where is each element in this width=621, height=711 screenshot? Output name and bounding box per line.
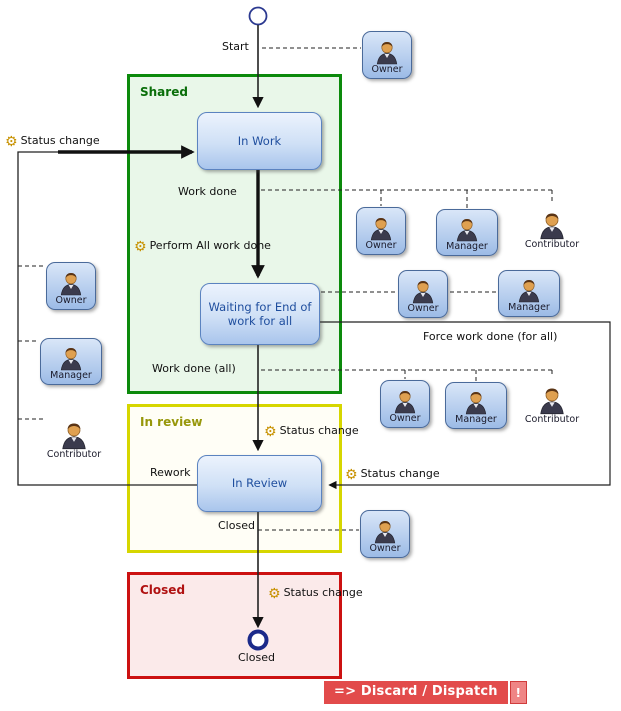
gear-icon: ⚙ (134, 239, 147, 255)
actor-manager-workdoneall[interactable]: Manager (445, 382, 507, 429)
actor-owner-closed[interactable]: Owner (360, 510, 410, 558)
state-in-work[interactable]: In Work (197, 112, 322, 170)
transition-rework[interactable]: Rework (150, 466, 191, 479)
person-icon (540, 388, 564, 414)
actor-contributor-left[interactable]: Contributor (42, 413, 106, 463)
person-icon (394, 390, 416, 413)
person-icon (376, 41, 398, 64)
actor-owner-workdone[interactable]: Owner (356, 207, 406, 255)
discard-dispatch-banner[interactable]: => Discard / Dispatch ! (324, 681, 527, 704)
transition-work-done-all[interactable]: Work done (all) (152, 362, 236, 375)
gear-icon: ⚙ (345, 467, 358, 483)
group-in-review-label: In review (140, 415, 203, 429)
group-closed: Closed (127, 572, 342, 679)
actor-manager-workdone[interactable]: Manager (436, 209, 498, 256)
state-in-review-label: In Review (231, 476, 288, 491)
actor-manager-left[interactable]: Manager (40, 338, 102, 385)
actor-label: Owner (365, 239, 397, 251)
gear-icon: ⚙ (5, 134, 18, 150)
person-icon (465, 391, 487, 414)
actor-owner-workdoneall[interactable]: Owner (380, 380, 430, 428)
actor-label: Contributor (524, 238, 580, 250)
transition-work-done[interactable]: Work done (178, 185, 237, 198)
transition-status-change-mid[interactable]: ⚙Status change (264, 424, 359, 440)
actor-label: Contributor (46, 448, 102, 460)
actor-contributor-workdoneall[interactable]: Contributor (520, 378, 584, 428)
actor-label: Manager (455, 413, 497, 425)
group-shared-label: Shared (140, 85, 188, 99)
actor-label: Owner (55, 294, 87, 306)
banner-text: => Discard / Dispatch (324, 681, 508, 704)
actor-owner-left[interactable]: Owner (46, 262, 96, 310)
actor-owner-start[interactable]: Owner (362, 31, 412, 79)
person-icon (62, 423, 86, 449)
actor-contributor-workdone[interactable]: Contributor (520, 203, 584, 253)
person-icon (456, 218, 478, 241)
actor-label: Manager (50, 369, 92, 381)
actor-label: Owner (369, 542, 401, 554)
transition-closed[interactable]: Closed (218, 519, 255, 532)
person-icon (60, 272, 82, 295)
person-icon (370, 217, 392, 240)
actor-owner-force[interactable]: Owner (398, 270, 448, 318)
gear-icon: ⚙ (264, 424, 277, 440)
transition-status-change-right[interactable]: ⚙Status change (345, 467, 440, 483)
transition-force-work-done[interactable]: Force work done (for all) (423, 330, 558, 343)
state-in-review[interactable]: In Review (197, 455, 322, 512)
group-closed-label: Closed (140, 583, 186, 597)
gear-icon: ⚙ (268, 586, 281, 602)
state-in-work-label: In Work (237, 133, 282, 148)
exclamation-icon: ! (509, 681, 527, 704)
actor-label: Owner (407, 302, 439, 314)
actor-label: Contributor (524, 413, 580, 425)
state-waiting-for-end-of-work[interactable]: Waiting for End of work for all (200, 283, 320, 345)
transition-status-change-bottom[interactable]: ⚙Status change (268, 586, 363, 602)
person-icon (60, 347, 82, 370)
actor-label: Manager (508, 301, 550, 313)
actor-label: Manager (446, 240, 488, 252)
actor-label: Owner (371, 63, 403, 75)
actor-label: Owner (389, 412, 421, 424)
person-icon (374, 520, 396, 543)
transition-perform-all-work-done[interactable]: ⚙Perform All work done (134, 239, 271, 255)
person-icon (518, 279, 540, 302)
end-state-label: Closed (238, 651, 275, 664)
person-icon (412, 280, 434, 303)
start-label: Start (222, 40, 249, 53)
state-waiting-label: Waiting for End of work for all (208, 299, 312, 328)
transition-status-change-left[interactable]: ⚙Status change (5, 134, 100, 150)
actor-manager-force[interactable]: Manager (498, 270, 560, 317)
person-icon (540, 213, 564, 239)
